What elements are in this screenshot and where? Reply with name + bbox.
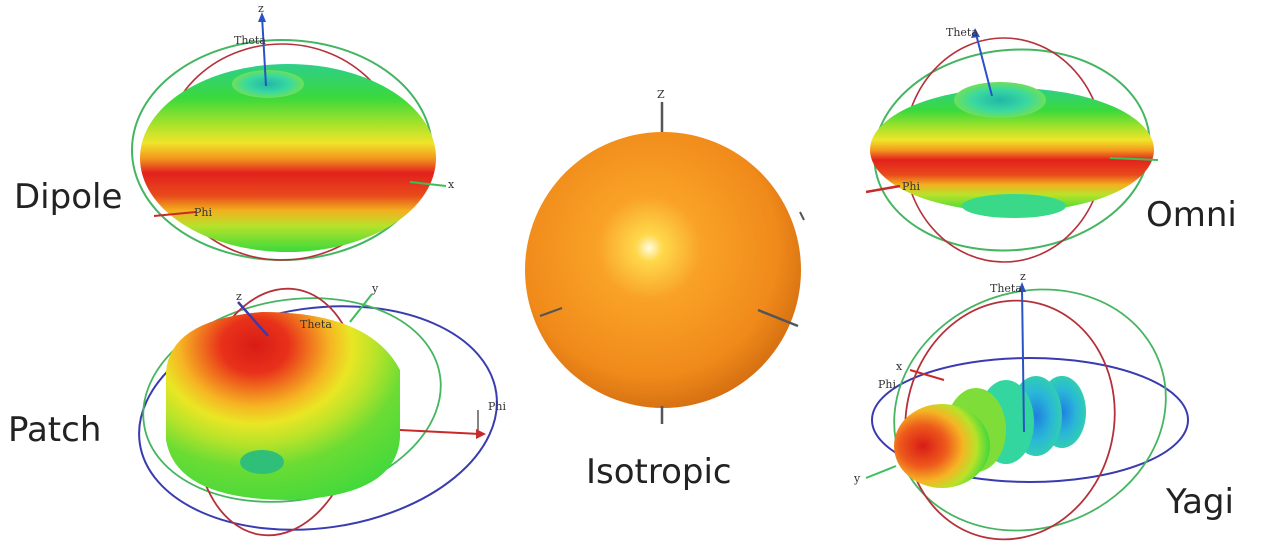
dipole-z-arrow [258, 12, 266, 22]
isotropic-label: Isotropic [586, 452, 732, 492]
omni-y-axis [865, 184, 901, 194]
omni-z-axis [975, 33, 993, 97]
omni-pattern: Theta Phi [865, 26, 1159, 263]
dipole-label: Dipole [14, 177, 123, 217]
patch-bottom-dimple [240, 450, 284, 474]
omni-x-axis [1109, 157, 1159, 161]
dipole-z-label: z [258, 2, 264, 15]
yagi-x-label: x [896, 360, 903, 373]
yagi-pattern: z Theta Phi x y [853, 270, 1189, 541]
yagi-phi-label: Phi [878, 378, 896, 391]
dipole-x-axis [409, 181, 447, 187]
dipole-top-hole [232, 70, 304, 98]
iso-x-axis [757, 308, 799, 328]
omni-torus [870, 88, 1154, 212]
patch-pattern: z y Phi Theta [138, 282, 506, 537]
dipole-y-axis [153, 211, 197, 217]
iso-tick [799, 211, 805, 221]
omni-phi-label: Phi [902, 180, 920, 193]
iso-y-axis [539, 307, 563, 317]
patch-dome [166, 312, 400, 500]
iso-z-label: Z [657, 88, 665, 101]
dipole-pattern: z Theta x Phi [131, 2, 455, 261]
patch-theta-label: Theta [300, 318, 332, 331]
omni-top-hub [954, 82, 1046, 118]
patch-label: Patch [8, 410, 102, 450]
yagi-ring-blue [871, 357, 1189, 483]
yagi-z-axis [1021, 287, 1025, 433]
patch-z-axis [237, 301, 269, 337]
patch-x-axis [399, 429, 481, 435]
yagi-ring-red [904, 299, 1116, 541]
dipole-x-label: x [448, 178, 455, 191]
dipole-phi-label: Phi [194, 206, 212, 219]
isotropic-pattern: Z [525, 88, 805, 424]
yagi-z-arrow [1018, 282, 1026, 292]
yagi-phi-axis [909, 369, 945, 381]
yagi-y-axis [865, 465, 897, 479]
omni-theta-label: Theta [946, 26, 978, 39]
patch-x-arrow [476, 429, 486, 439]
iso-sphere [525, 132, 801, 408]
yagi-y-label: y [853, 472, 861, 485]
dipole-theta-label: Theta [234, 34, 266, 47]
yagi-z-label: z [1020, 270, 1026, 283]
yagi-label: Yagi [1166, 482, 1234, 522]
dipole-z-axis [261, 15, 267, 87]
patch-ring-blue [138, 305, 498, 531]
patch-phi-label: Phi [488, 400, 506, 413]
dipole-torus [140, 64, 436, 252]
patch-z-label: z [236, 290, 242, 303]
patch-y-axis [349, 293, 373, 323]
omni-z-arrow [971, 28, 980, 38]
patch-y-label: y [371, 282, 379, 295]
omni-label: Omni [1146, 195, 1237, 235]
omni-bottom-hub [962, 194, 1066, 218]
yagi-theta-label: Theta [990, 282, 1022, 295]
yagi-main-lobe [894, 404, 990, 488]
